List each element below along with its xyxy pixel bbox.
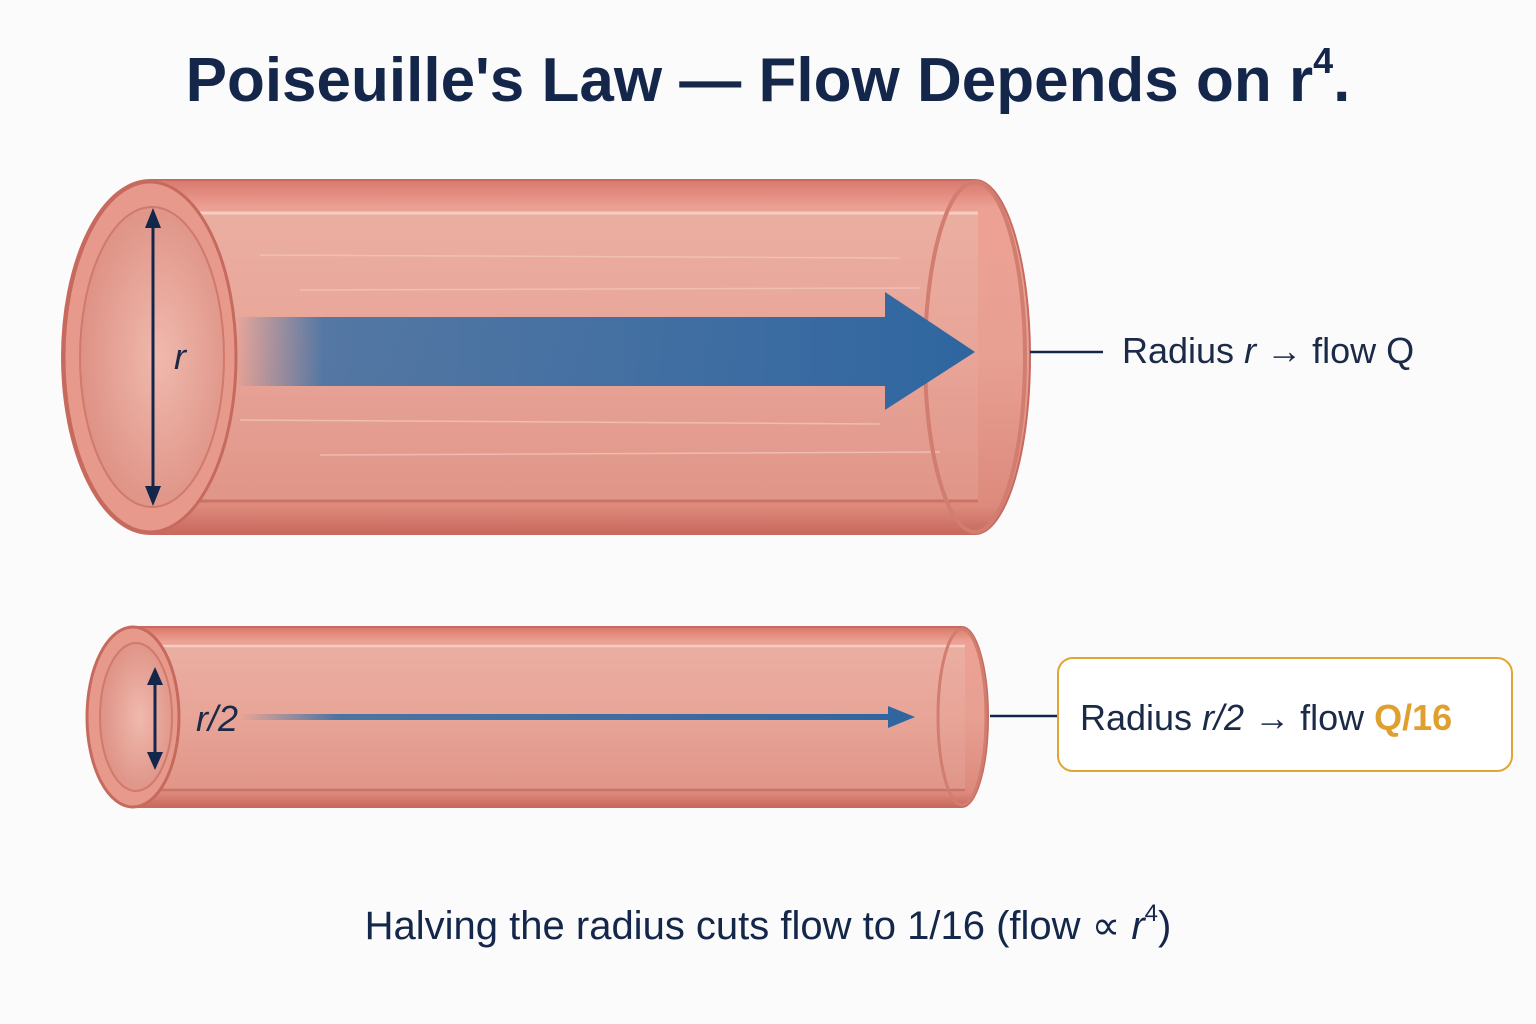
caption: Halving the radius cuts flow to 1/16 (fl… — [0, 900, 1536, 949]
callout-flow: Q — [1386, 330, 1415, 371]
caption-variable: r — [1131, 904, 1145, 948]
large-vessel-streaks — [239, 254, 941, 456]
small-vessel-callout: Radius r/2 → flow Q/16 — [1080, 697, 1452, 739]
large-vessel-callout: Radius r → flow Q — [1122, 330, 1414, 372]
callout-prefix: Radius — [1122, 330, 1245, 371]
title-exponent: 4 — [1313, 40, 1334, 81]
caption-suffix: ) — [1158, 904, 1172, 948]
caption-prefix: Halving the radius cuts flow to 1/16 (fl… — [364, 904, 1132, 948]
radius-dimension-arrow — [145, 208, 161, 506]
callout-middle: → flow — [1244, 697, 1375, 738]
callout-prefix: Radius — [1080, 697, 1203, 738]
small-vessel-far-rim — [936, 627, 988, 807]
page-title: Poiseuille's Law — Flow Depends on r4. — [0, 40, 1536, 116]
large-vessel — [61, 179, 1103, 535]
small-vessel — [85, 625, 1057, 809]
small-vessel-mouth-inner — [99, 642, 173, 792]
callout-flow-highlight: Q/16 — [1374, 697, 1453, 738]
caption-exponent: 4 — [1144, 900, 1159, 927]
callout-radius: r/2 — [1202, 697, 1245, 738]
small-flow-arrow — [240, 706, 915, 728]
callout-middle: → flow — [1256, 330, 1387, 371]
small-vessel-callout-box — [1057, 657, 1513, 772]
title-suffix: . — [1333, 46, 1351, 115]
callout-radius: r — [1244, 330, 1257, 371]
large-radius-label: r — [174, 336, 186, 377]
small-radius-dimension-arrow — [147, 667, 163, 770]
title-text: Poiseuille's Law — Flow Depends on r — [185, 46, 1314, 115]
small-radius-label: r/2 — [196, 698, 239, 739]
large-flow-arrow — [235, 292, 975, 410]
